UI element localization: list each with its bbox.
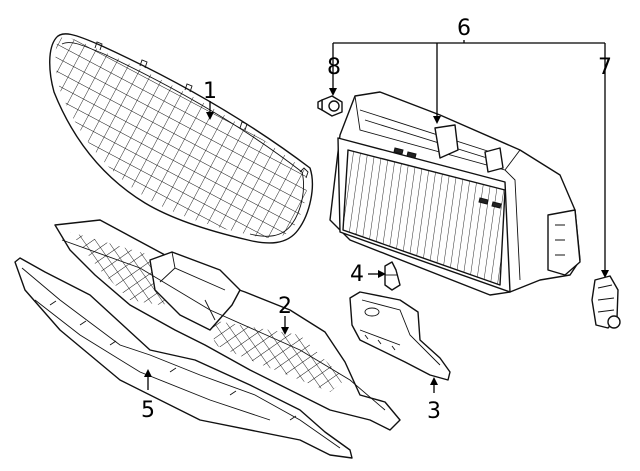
callout-5: 5 (141, 369, 155, 423)
callout-2: 2 (278, 294, 292, 335)
callout-8-label: 8 (327, 55, 341, 80)
bumper-molding-part (14, 257, 353, 459)
callout-3-label: 3 (427, 399, 441, 424)
callout-8: 8 (327, 55, 341, 80)
fastener-clip-part (317, 95, 343, 117)
small-bracket-part (384, 261, 401, 291)
side-panel-bracket-part (349, 291, 451, 381)
callout-3: 3 (427, 377, 441, 424)
callout-1-label: 1 (203, 79, 217, 104)
upper-grille-part (49, 33, 313, 244)
air-shutter-assembly-part (329, 91, 581, 296)
callout-4-label: 4 (350, 262, 364, 287)
callout-2-label: 2 (278, 294, 292, 319)
callout-7: 7 (598, 55, 612, 80)
callout-4: 4 (350, 262, 386, 287)
callout-5-label: 5 (141, 398, 155, 423)
callout-1: 1 (203, 79, 217, 120)
callout-6: 6 (329, 16, 609, 278)
sensor-part (591, 275, 621, 329)
callout-7-label: 7 (598, 55, 612, 80)
callout-6-label: 6 (457, 16, 471, 41)
